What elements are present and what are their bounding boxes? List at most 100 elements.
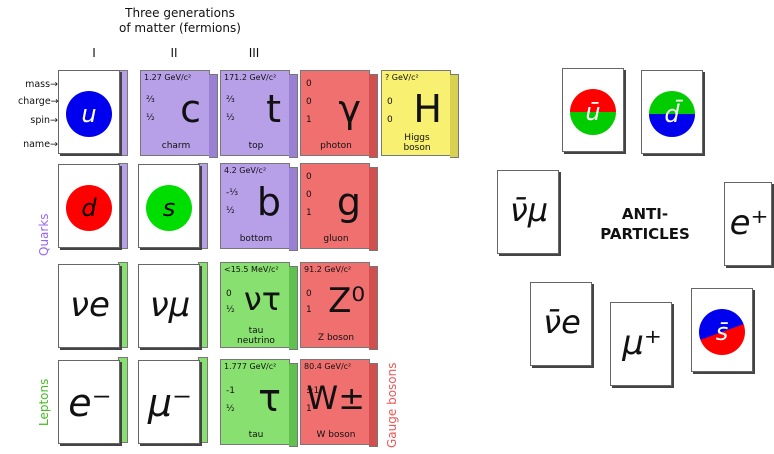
z-boson-card: 91.2 GeV/c² 0 1 Z⁰ Z boson bbox=[300, 262, 378, 350]
photon-name: photon bbox=[320, 141, 352, 151]
tau-name: tau bbox=[248, 430, 264, 440]
charm-charge: ⅔ bbox=[146, 95, 155, 105]
anti-strange-tile: s̄ bbox=[691, 288, 753, 372]
muon-symbol: μ⁻ bbox=[147, 381, 193, 425]
generation-2: II bbox=[170, 46, 178, 60]
higgs-symbol: H bbox=[413, 87, 442, 131]
charm-card: 1.27 GeV/c² ⅔ ½ c charm bbox=[140, 70, 218, 158]
generation-1: I bbox=[92, 46, 96, 60]
photon-mass: 0 bbox=[306, 79, 312, 89]
charm-symbol: c bbox=[180, 87, 201, 131]
muon-neutrino-tile: νμ bbox=[138, 264, 200, 348]
z-symbol: Z⁰ bbox=[328, 281, 365, 321]
gluon-charge: 0 bbox=[306, 190, 312, 200]
anti-nu-mu-symbol: ν̄μ bbox=[509, 191, 549, 229]
w-mass: 80.4 GeV/c² bbox=[304, 362, 352, 371]
top-name: top bbox=[248, 141, 264, 151]
w-charge: ±1 bbox=[306, 386, 320, 396]
anti-strange-symbol: s̄ bbox=[715, 318, 729, 346]
w-boson-card: 80.4 GeV/c² ±1 1 W± W boson bbox=[300, 359, 378, 447]
top-card: 171.2 GeV/c² ⅔ ½ t top bbox=[220, 70, 298, 158]
header-line1: Three generations bbox=[125, 6, 235, 20]
bottom-name: bottom bbox=[239, 234, 273, 244]
w-symbol: W± bbox=[306, 379, 365, 417]
z-charge: 0 bbox=[306, 289, 312, 299]
tau-spin: ½ bbox=[226, 404, 235, 414]
anti-down-circle: d̄ bbox=[649, 91, 695, 137]
label-mass: mass→ bbox=[25, 79, 58, 90]
up-symbol: u bbox=[81, 100, 97, 128]
anti-up-tile: ū bbox=[562, 68, 624, 152]
charm-spin: ½ bbox=[146, 113, 155, 123]
group-leptons: Leptons bbox=[37, 378, 51, 426]
higgs-spin: 0 bbox=[387, 115, 393, 125]
muon-tile: μ⁻ bbox=[138, 360, 200, 444]
w-name: W boson bbox=[316, 430, 356, 440]
z-name: Z boson bbox=[317, 333, 355, 343]
header-line2: of matter (fermions) bbox=[119, 21, 241, 35]
down-symbol: d bbox=[81, 194, 97, 222]
anti-up-circle: ū bbox=[570, 89, 616, 135]
tau-card: 1.777 GeV/c² -1 ½ τ tau bbox=[220, 359, 298, 447]
antiparticles-title: ANTI- PARTICLES bbox=[590, 204, 700, 244]
anti-up-symbol: ū bbox=[585, 98, 601, 126]
label-name: name→ bbox=[23, 139, 58, 150]
antiparticles-title-line2: PARTICLES bbox=[600, 225, 690, 243]
photon-spin: 1 bbox=[306, 115, 312, 125]
gluon-name: gluon bbox=[323, 234, 349, 244]
tau-symbol: τ bbox=[258, 376, 281, 420]
charm-name: charm bbox=[161, 141, 191, 151]
up-quark-tile: u bbox=[58, 70, 120, 154]
nu-tau-charge: 0 bbox=[226, 289, 232, 299]
photon-symbol: γ bbox=[338, 87, 362, 131]
bottom-spin: ½ bbox=[226, 206, 235, 216]
generation-3: III bbox=[248, 46, 260, 60]
gluon-card: 0 0 1 g gluon bbox=[300, 163, 378, 251]
bottom-charge: -⅓ bbox=[226, 188, 238, 198]
z-mass: 91.2 GeV/c² bbox=[304, 265, 352, 274]
bottom-symbol: b bbox=[256, 180, 281, 224]
strange-circle: s bbox=[146, 185, 192, 231]
photon-card: 0 0 1 γ photon bbox=[300, 70, 378, 158]
anti-down-tile: d̄ bbox=[641, 70, 703, 154]
group-quarks: Quarks bbox=[37, 213, 51, 256]
photon-charge: 0 bbox=[306, 97, 312, 107]
antimuon-tile: μ⁺ bbox=[610, 302, 672, 386]
group-gauge: Gauge bosons bbox=[385, 362, 399, 448]
electron-symbol: e⁻ bbox=[68, 381, 112, 425]
top-charge: ⅔ bbox=[226, 95, 235, 105]
up-circle: u bbox=[66, 91, 112, 137]
higgs-mass: ? GeV/c² bbox=[385, 73, 419, 82]
gluon-spin: 1 bbox=[306, 208, 312, 218]
label-spin: spin→ bbox=[30, 115, 58, 126]
electron-tile: e⁻ bbox=[58, 360, 120, 444]
nu-tau-symbol: ντ bbox=[243, 280, 281, 318]
w-spin: 1 bbox=[306, 404, 312, 414]
charm-mass: 1.27 GeV/c² bbox=[144, 73, 192, 82]
anti-strange-circle: s̄ bbox=[699, 309, 745, 355]
electron-neutrino-tile: νe bbox=[58, 264, 120, 348]
nu-mu-symbol: νμ bbox=[149, 285, 191, 325]
anti-down-symbol: d̄ bbox=[664, 100, 680, 128]
down-quark-tile: d bbox=[58, 164, 120, 248]
gluon-symbol: g bbox=[336, 180, 361, 224]
antimuon-symbol: μ⁺ bbox=[622, 323, 662, 363]
nu-tau-spin: ½ bbox=[226, 305, 235, 315]
anti-nu-e-tile: ν̄e bbox=[530, 282, 592, 366]
higgs-charge: 0 bbox=[387, 97, 393, 107]
down-circle: d bbox=[66, 185, 112, 231]
bottom-mass: 4.2 GeV/c² bbox=[224, 166, 267, 175]
bottom-card: 4.2 GeV/c² -⅓ ½ b bottom bbox=[220, 163, 298, 251]
antiparticles-title-line1: ANTI- bbox=[621, 205, 669, 223]
top-mass: 171.2 GeV/c² bbox=[224, 73, 277, 82]
z-spin: 1 bbox=[306, 305, 312, 315]
nu-tau-mass: <15.5 MeV/c² bbox=[224, 265, 279, 274]
top-symbol: t bbox=[266, 87, 281, 131]
anti-nu-mu-tile: ν̄μ bbox=[497, 170, 559, 254]
label-charge: charge→ bbox=[18, 96, 59, 107]
strange-quark-tile: s bbox=[138, 164, 200, 248]
positron-tile: e⁺ bbox=[724, 182, 772, 266]
